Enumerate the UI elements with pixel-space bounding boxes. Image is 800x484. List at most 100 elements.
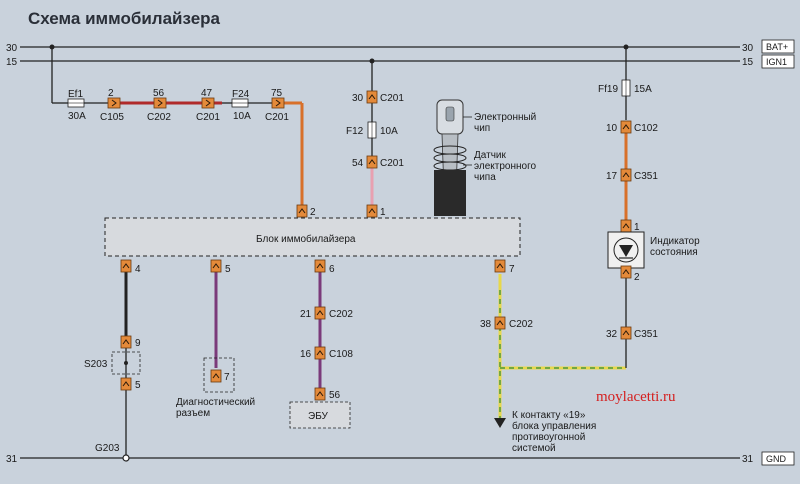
block-pin-1 <box>366 204 378 218</box>
rail-gnd: 31 31 GND <box>6 451 795 466</box>
fuse-ef1 <box>67 98 85 108</box>
ground-name: G203 <box>95 443 120 454</box>
c351a-label: C351 <box>634 171 658 182</box>
rail-gnd-tag: GND <box>766 454 787 464</box>
indicator-pin-2-num: 2 <box>634 272 640 283</box>
block-pin-1-num: 1 <box>380 207 386 218</box>
block-pin-7 <box>494 259 506 273</box>
fuse-f24-name: F24 <box>232 89 250 100</box>
rail-ign: 15 15 IGN1 <box>6 54 795 69</box>
splice-pin-5 <box>120 377 132 391</box>
rail-bat-tag: BAT+ <box>766 42 788 52</box>
fuse-ff19-name: Ff19 <box>598 84 618 95</box>
bat-feed-wire <box>49 44 304 210</box>
rail-bat-num-left: 30 <box>6 43 18 54</box>
diag-label-line: Диагностический <box>176 397 255 408</box>
rail-bat: 30 30 BAT+ <box>6 39 795 54</box>
block-pin-5 <box>210 259 222 273</box>
wire-pin7 <box>494 274 626 428</box>
c351b-label: C351 <box>634 329 658 340</box>
rail-ign-tag: IGN1 <box>766 57 787 67</box>
fuse-ef1-rating: 30A <box>68 111 86 122</box>
ecu-pin-num: 56 <box>329 390 341 401</box>
fuse-f24 <box>231 98 249 108</box>
chip-label-line: чип <box>474 123 490 134</box>
page-title: Схема иммобилайзера <box>28 9 221 28</box>
c201a-label: C201 <box>196 112 220 123</box>
splice-pin-9-num: 9 <box>135 338 141 349</box>
wire-pin4 <box>122 262 130 462</box>
fuse-ff19-rating: 15A <box>634 84 652 95</box>
ecu-label: ЭБУ <box>308 411 329 422</box>
c202a-pin: 56 <box>153 88 165 99</box>
diag-pin-num: 7 <box>224 372 230 383</box>
note-text-line: системой <box>512 443 556 454</box>
note-text-line: К контакту «19» <box>512 410 586 421</box>
diag-label-line: разъем <box>176 408 210 419</box>
immobilizer-block <box>104 217 521 257</box>
rail-gnd-num-left: 31 <box>6 454 18 465</box>
indicator-pin-2 <box>620 265 632 279</box>
chip-sensor-icon <box>433 145 467 216</box>
indicator-pin-1 <box>620 219 632 233</box>
c202c-pin: 38 <box>480 319 492 330</box>
connector-c201b <box>271 97 285 109</box>
c108-pin: 16 <box>300 349 312 360</box>
ecu-box <box>289 401 351 429</box>
note-text-line: противоугонной <box>512 432 585 443</box>
c202b-pin: 21 <box>300 309 312 320</box>
chip-label-line: Электронный <box>474 112 536 123</box>
c351a-pin: 17 <box>606 171 618 182</box>
indicator-label-line: Индикатор <box>650 236 700 247</box>
watermark: moylacetti.ru <box>596 389 676 405</box>
connector-c102 <box>620 120 632 134</box>
c105-label: C105 <box>100 112 124 123</box>
block-pin-7-num: 7 <box>509 264 515 275</box>
note-text-line: блока управления <box>512 420 596 432</box>
c108-label: C108 <box>329 349 353 360</box>
fuse-ef1-name: Ef1 <box>68 89 83 100</box>
connector-c202b <box>314 306 326 320</box>
splice-name: S203 <box>84 359 108 370</box>
sensor-label-line: Датчик <box>474 150 506 161</box>
c202c-label: C202 <box>509 319 533 330</box>
block-pin-6 <box>314 259 326 273</box>
rail-bat-num-right: 30 <box>742 43 754 54</box>
indicator-label-line: состояния <box>650 247 698 258</box>
block-pin-2 <box>296 204 308 218</box>
diag-connector-box <box>203 357 235 393</box>
c102-pin: 10 <box>606 123 618 134</box>
c201d-label: C201 <box>380 158 404 169</box>
connector-c201a <box>201 97 215 109</box>
connector-c105 <box>107 97 121 109</box>
connector-c351a <box>620 168 632 182</box>
fuse-f12 <box>367 121 377 139</box>
c202a-label: C202 <box>147 112 171 123</box>
c202b-label: C202 <box>329 309 353 320</box>
indicator-pin-1-num: 1 <box>634 222 640 233</box>
block-label: Блок иммобилайзера <box>256 233 356 245</box>
fuse-f12-name: F12 <box>346 126 364 137</box>
connector-c202a <box>153 97 167 109</box>
rail-ign-num-right: 15 <box>742 57 754 68</box>
c351b-pin: 32 <box>606 329 618 340</box>
connector-c202c <box>494 316 506 330</box>
splice-pin-9 <box>120 335 132 349</box>
rail-gnd-num-right: 31 <box>742 454 754 465</box>
block-pin-5-num: 5 <box>225 264 231 275</box>
splice-pin-5-num: 5 <box>135 380 141 391</box>
rail-ign-num-left: 15 <box>6 57 18 68</box>
connector-c201c <box>366 90 378 104</box>
block-pin-4 <box>120 259 132 273</box>
fuse-ff19 <box>621 79 631 97</box>
c201c-label: C201 <box>380 93 404 104</box>
fuse-f12-rating: 10A <box>380 126 398 137</box>
indicator-lamp-icon <box>607 231 645 269</box>
c201a-pin: 47 <box>201 88 213 99</box>
sensor-label-line: электронного <box>474 161 537 172</box>
